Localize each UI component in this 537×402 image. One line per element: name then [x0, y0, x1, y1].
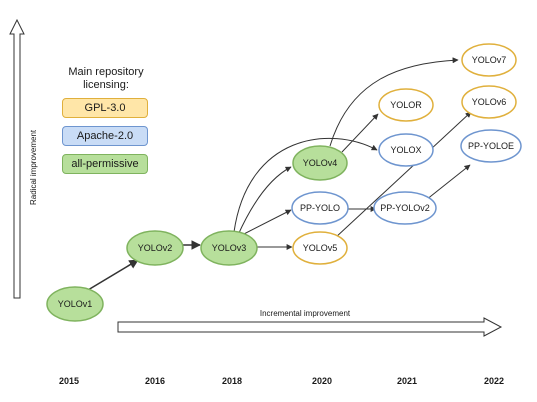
label-ppyolov2: PP-YOLOv2	[380, 203, 430, 213]
year-2021: 2021	[396, 376, 418, 386]
legend-apache: Apache-2.0	[62, 126, 148, 146]
node-ppyoloe[interactable]	[460, 129, 522, 163]
label-yolov4: YOLOv4	[303, 158, 338, 168]
label-yolox: YOLOX	[390, 145, 421, 155]
legend-gpl: GPL-3.0	[62, 98, 148, 118]
label-yolor: YOLOR	[390, 100, 422, 110]
node-yolov3[interactable]	[200, 230, 258, 266]
label-yolov6: YOLOv6	[472, 97, 507, 107]
node-ppyolov2[interactable]	[373, 191, 437, 225]
label-yolov1: YOLOv1	[58, 299, 93, 309]
legend-permissive: all-permissive	[62, 154, 148, 174]
node-yolov7[interactable]	[461, 43, 517, 77]
edge-yolov5-yolov6	[334, 111, 472, 239]
node-yolox[interactable]	[378, 133, 434, 167]
legend-title: Main repository licensing:	[68, 66, 144, 91]
vertical-axis-label: Radical improvement	[29, 129, 38, 205]
label-yolov7: YOLOv7	[472, 55, 507, 65]
horizontal-axis-arrow	[117, 317, 503, 337]
year-2022: 2022	[483, 376, 505, 386]
node-yolov2[interactable]	[126, 230, 184, 266]
year-2015: 2015	[58, 376, 80, 386]
edge-yolov3-ppyolo	[239, 209, 292, 237]
label-yolov3: YOLOv3	[212, 243, 247, 253]
node-yolov6[interactable]	[461, 85, 517, 119]
label-ppyoloe: PP-YOLOE	[468, 141, 514, 151]
edge-yolov4-yolor	[341, 113, 379, 153]
node-yolor[interactable]	[378, 88, 434, 122]
year-2018: 2018	[221, 376, 243, 386]
node-yolov5[interactable]	[292, 231, 348, 265]
node-ppyolo[interactable]	[291, 191, 349, 225]
horizontal-axis-label: Incremental improvement	[260, 309, 351, 318]
vertical-axis-arrow	[9, 18, 25, 299]
node-yolov1[interactable]	[46, 286, 104, 322]
edge-yolov3-yolov4	[237, 166, 292, 236]
edge-yolov4-yolov7	[329, 57, 459, 147]
label-yolov2: YOLOv2	[138, 243, 173, 253]
edge-yolov1-yolov2	[87, 259, 139, 291]
edge-yolov3-yolox	[233, 137, 378, 233]
edge-ppyolov2-ppyoloe	[425, 164, 471, 201]
label-yolov5: YOLOv5	[303, 243, 338, 253]
year-2020: 2020	[311, 376, 333, 386]
node-yolov4[interactable]	[292, 145, 348, 181]
label-ppyolo: PP-YOLO	[300, 203, 340, 213]
year-2016: 2016	[144, 376, 166, 386]
